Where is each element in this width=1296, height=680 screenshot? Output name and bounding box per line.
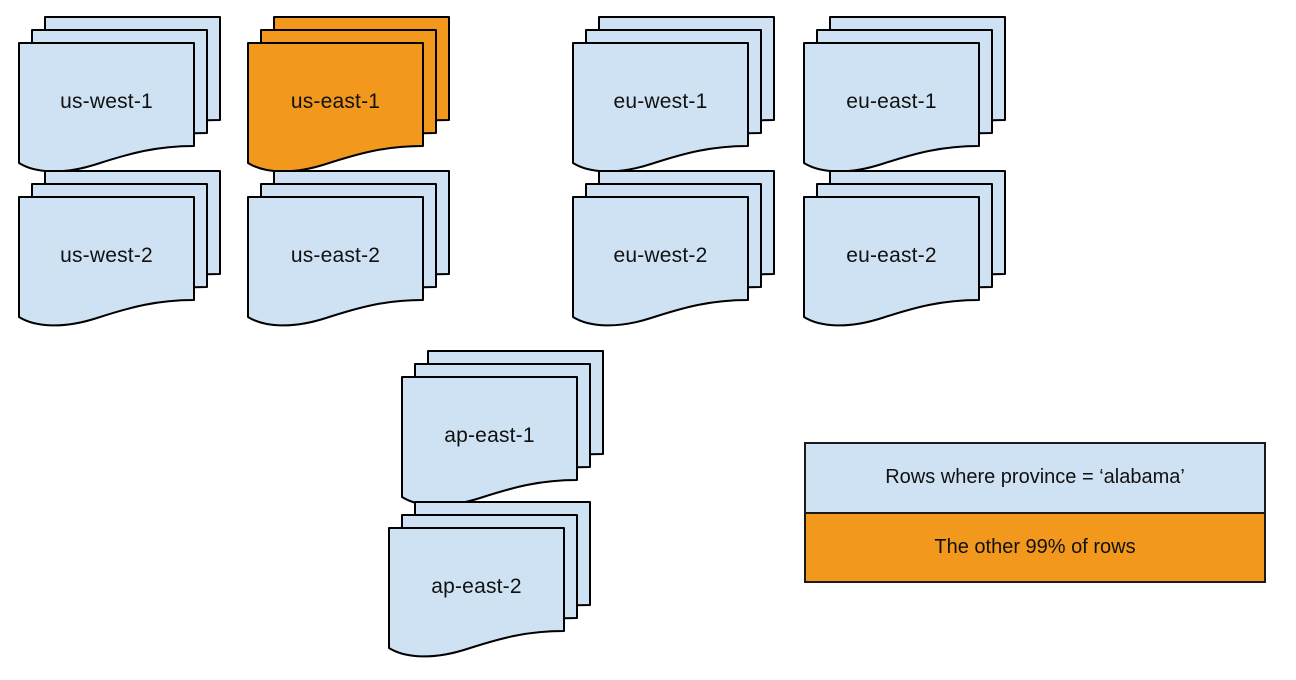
document-stack-icon: [18, 170, 221, 327]
document-stack-icon: [401, 350, 604, 507]
document-shape-front: [388, 527, 565, 658]
doc-stack-us-east-1: us-east-1: [246, 15, 452, 179]
document-shape-front: [247, 42, 424, 173]
document-stack-icon: [572, 170, 775, 327]
doc-stack-eu-east-2: eu-east-2: [802, 169, 1008, 333]
doc-stack-us-west-1: us-west-1: [17, 15, 223, 179]
document-shape-front: [247, 196, 424, 327]
doc-stack-ap-east-1: ap-east-1: [400, 349, 606, 513]
document-shape-front: [572, 196, 749, 327]
document-stack-icon: [388, 501, 591, 658]
document-stack-icon: [572, 16, 775, 173]
doc-stack-eu-east-1: eu-east-1: [802, 15, 1008, 179]
legend-row-other-rows: The other 99% of rows: [806, 511, 1264, 581]
document-shape-front: [803, 42, 980, 173]
document-shape-front: [18, 42, 195, 173]
legend-label-other-rows: The other 99% of rows: [934, 535, 1136, 558]
document-shape-front: [572, 42, 749, 173]
document-stack-icon: [803, 170, 1006, 327]
document-shape-front: [401, 376, 578, 507]
legend: Rows where province = ‘alabama’ The othe…: [804, 442, 1266, 583]
legend-label-alabama: Rows where province = ‘alabama’: [885, 466, 1185, 489]
document-shape-front: [18, 196, 195, 327]
document-stack-icon: [247, 170, 450, 327]
doc-stack-us-east-2: us-east-2: [246, 169, 452, 333]
doc-stack-ap-east-2: ap-east-2: [387, 500, 593, 664]
document-stack-icon: [18, 16, 221, 173]
doc-stack-eu-west-2: eu-west-2: [571, 169, 777, 333]
legend-row-alabama: Rows where province = ‘alabama’: [806, 444, 1264, 512]
doc-stack-eu-west-1: eu-west-1: [571, 15, 777, 179]
document-shape-front: [803, 196, 980, 327]
doc-stack-us-west-2: us-west-2: [17, 169, 223, 333]
document-stack-icon: [803, 16, 1006, 173]
document-stack-icon: [247, 16, 450, 173]
